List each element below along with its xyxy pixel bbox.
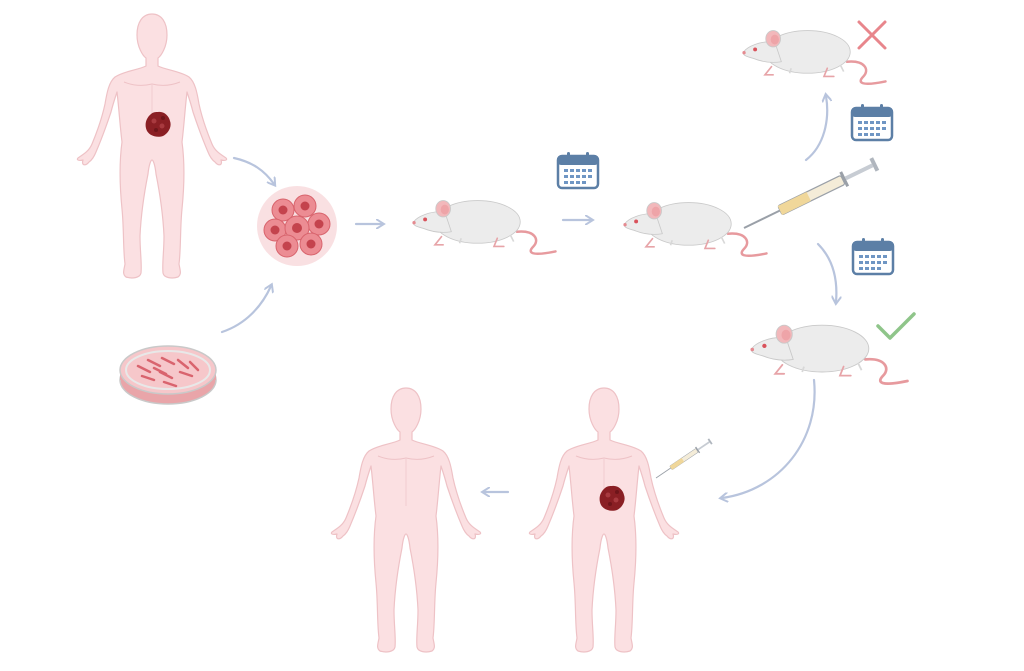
human-with-tumor xyxy=(76,13,228,279)
checkmark-icon xyxy=(876,312,916,340)
petri-dish-icon xyxy=(119,345,217,405)
patient-healthy xyxy=(330,387,482,653)
calendar-icon xyxy=(851,236,895,276)
syringe-icon xyxy=(653,437,714,482)
mouse-treated xyxy=(622,201,768,257)
arrow-patient-to-cells xyxy=(232,156,274,184)
arrow-dish-to-cells xyxy=(220,286,271,334)
arrow-treated-to-failed xyxy=(804,96,827,162)
calendar-icon xyxy=(556,150,600,190)
tumor-cell-cluster-icon xyxy=(257,186,337,266)
patient-treated xyxy=(528,387,680,653)
cross-icon xyxy=(857,20,887,50)
mouse-failed xyxy=(741,29,887,85)
arrow-success-to-patient xyxy=(722,378,816,498)
mouse-engrafted xyxy=(411,199,557,255)
calendar-icon xyxy=(850,102,894,142)
syringe-icon xyxy=(739,155,881,236)
arrow-treated-to-success xyxy=(816,242,836,302)
workflow-arrows xyxy=(220,96,836,498)
